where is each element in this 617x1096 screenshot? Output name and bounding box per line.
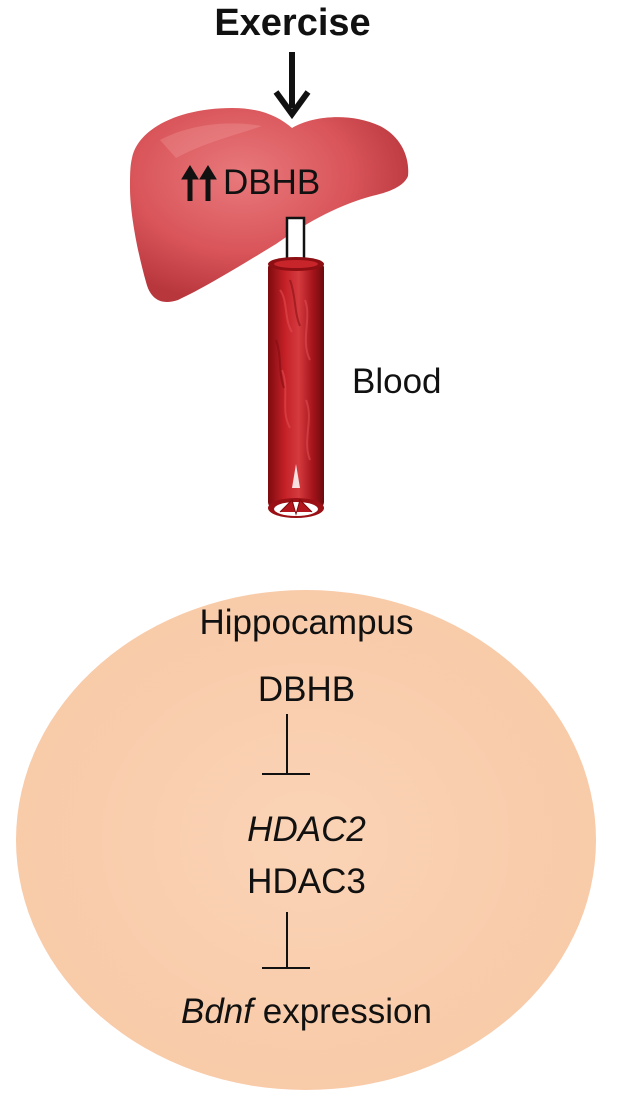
hippocampus-dbhb-label: DBHB xyxy=(257,670,356,709)
expression-suffix: expression xyxy=(253,992,432,1031)
bdnf-expression-label: Bdnf expression xyxy=(0,992,615,1032)
liver-dbhb-label: DBHB xyxy=(181,163,320,203)
inhibition-bar-icon xyxy=(262,714,310,775)
liver-dbhb-text: DBHB xyxy=(223,163,321,202)
liver-highlight xyxy=(160,123,262,158)
exercise-label: Exercise xyxy=(214,2,371,44)
bdnf-gene-label: Bdnf xyxy=(181,992,253,1031)
double-up-arrow-icon xyxy=(181,165,217,201)
liver-icon xyxy=(130,108,409,302)
hippocampus-title: Hippocampus xyxy=(199,603,414,642)
blood-vessel-icon xyxy=(268,257,324,518)
blood-label: Blood xyxy=(352,362,442,401)
hdac3-label: HDAC3 xyxy=(247,862,366,901)
hdac2-label: HDAC2 xyxy=(247,810,366,849)
inhibition-bar-icon xyxy=(262,912,310,969)
exercise-down-arrow-icon xyxy=(273,52,311,120)
hippocampus-oval xyxy=(16,590,596,1090)
